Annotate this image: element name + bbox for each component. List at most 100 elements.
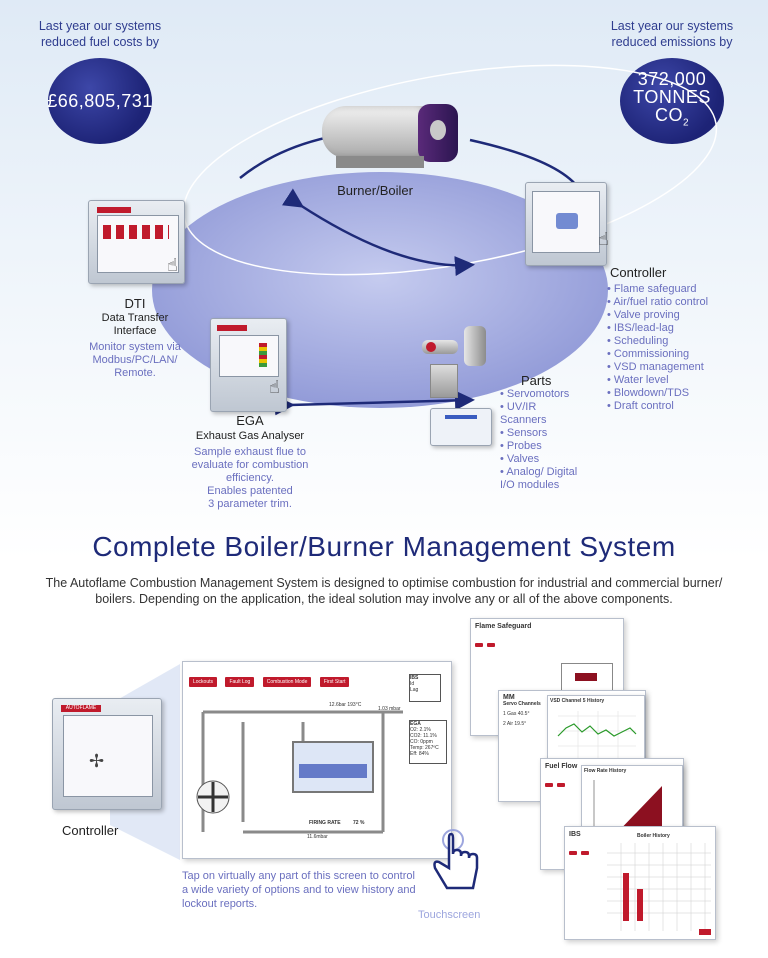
ega-value: 0ppm — [420, 739, 433, 745]
pressure-top: 1.03 mbar — [378, 706, 401, 712]
ibs-sub-1: Id — [410, 681, 415, 687]
controller-feature: Air/fuel ratio control — [607, 296, 708, 309]
parts-item: Analog/ Digital I/O modules — [500, 466, 580, 492]
fuel-cost-label: Last year our systems reduced fuel costs… — [38, 19, 162, 49]
boiler-reading: 12.6bar 193°C — [329, 702, 362, 708]
ega-desc-3: efficiency. — [226, 472, 274, 484]
dti-subtitle-1: Data Transfer — [101, 312, 169, 324]
ibs-sub-2: Lag — [410, 687, 419, 693]
ega-value: 2.1% — [419, 727, 431, 733]
ega-readout-box[interactable]: EGA O2: 2.1% CO2: 11.1% CO: 0ppm Temp: 2… — [409, 720, 447, 764]
bottom-controller-label: Controller — [62, 823, 119, 838]
ega-desc-4: Enables patented — [207, 485, 293, 497]
emissions-value-3: CO — [654, 104, 683, 125]
controller-title: Controller — [610, 265, 667, 280]
fault-log-button[interactable]: Fault Log — [225, 677, 255, 687]
panel-button[interactable] — [581, 851, 589, 855]
ibs-label: IBS — [410, 675, 419, 681]
parts-item: Sensors — [500, 427, 580, 440]
tap-text-3: lockout reports. — [182, 898, 258, 910]
parts-item: Valves — [500, 453, 580, 466]
intro-line-1: The Autoflame Combustion Management Syst… — [45, 576, 723, 590]
dti-subtitle-2: Interface — [113, 325, 157, 337]
touch-hand-icon — [425, 828, 485, 898]
emissions-circle: 372,000 TONNES CO2 — [620, 58, 724, 144]
controller-feature: Water level — [607, 374, 708, 387]
parts-item: Servomotors — [500, 388, 580, 401]
emissions-value-1: 372,000 — [637, 68, 707, 89]
first-start-button[interactable]: First Start — [319, 677, 350, 687]
mm-title: MM — [503, 694, 515, 701]
parts-list: Servomotors UV/IR Scanners Sensors Probe… — [500, 388, 580, 492]
emissions-label: Last year our systems reduced emissions … — [610, 19, 734, 49]
ibs-screen-title: IBS — [569, 831, 581, 838]
mm-subtitle: Servo Channels — [503, 701, 541, 707]
controller-device: ☝ — [525, 182, 609, 266]
tap-text-1: Tap on virtually any part of this screen… — [182, 870, 415, 882]
parts-title: Parts — [521, 373, 552, 388]
parts-item: Probes — [500, 440, 580, 453]
intro-line-2: boilers. Depending on the application, t… — [95, 592, 673, 606]
fuel-cost-circle: £66,805,731 — [47, 58, 153, 144]
emissions-value-sub: 2 — [682, 117, 690, 129]
controller-feature: Flame safeguard — [607, 283, 708, 296]
dti-desc-2: Modbus/PC/LAN/ — [92, 354, 178, 366]
dti-desc-3: Remote. — [114, 367, 156, 379]
mm-row-value: 19.5° — [514, 721, 527, 727]
firing-rate-label: FIRING RATE — [309, 820, 341, 826]
ega-value: 11.1% — [423, 733, 437, 739]
tap-text-2: a wide variety of options and to view hi… — [182, 884, 416, 896]
controller-feature: Draft control — [607, 400, 708, 413]
controller-screen-zoom[interactable]: Lockouts Fault Log Combustion Mode First… — [182, 661, 452, 859]
ibs-close-button[interactable] — [699, 929, 711, 935]
mm-row-label: 1 Gas — [503, 711, 517, 717]
dti-device: ☝ — [88, 200, 185, 284]
process-schematic[interactable] — [183, 682, 451, 858]
ega-label: Eff: — [410, 751, 418, 757]
ibs-screen-subtitle: Boiler History — [637, 833, 670, 839]
brand-logo: AUTOFLAME — [61, 705, 101, 712]
controller-feature: VSD management — [607, 361, 708, 374]
ega-desc-1: Sample exhaust flue to — [194, 446, 306, 458]
controller-feature-list: Flame safeguard Air/fuel ratio control V… — [607, 283, 708, 413]
touchscreen-label: Touchscreen — [418, 909, 481, 921]
ega-label: CO2: — [410, 733, 422, 739]
ega-device: ☝ — [210, 318, 287, 412]
gas-pressure: 11.6mbar — [307, 834, 328, 840]
panel-button[interactable] — [569, 851, 577, 855]
lockouts-button[interactable]: Lockouts — [189, 677, 218, 687]
flame-safeguard-title: Flame Safeguard — [475, 623, 532, 630]
panel-button[interactable] — [475, 643, 483, 647]
firing-rate-value: 72 % — [353, 820, 365, 826]
burner-boiler-label: Burner/Boiler — [337, 183, 413, 198]
controller-feature: Blowdown/TDS — [607, 387, 708, 400]
combustion-mode-button[interactable]: Combustion Mode — [262, 677, 312, 687]
fan-icon: ✢ — [89, 751, 105, 771]
panel-button[interactable] — [487, 643, 495, 647]
ega-label: Temp: — [410, 745, 424, 751]
ibs-box[interactable]: IBS Id Lag — [409, 674, 441, 702]
controller-feature: Valve proving — [607, 309, 708, 322]
parts-image — [420, 320, 500, 400]
parts-item: UV/IR Scanners — [500, 401, 580, 427]
touch-hand-icon: ☝ — [269, 377, 280, 397]
burner-controller-arrow — [281, 188, 475, 277]
panel-button[interactable] — [545, 783, 553, 787]
page-title: Complete Boiler/Burner Management System — [92, 531, 676, 562]
ibs-screen[interactable]: IBS Boiler History — [564, 826, 716, 940]
ega-parts-arrow — [274, 390, 475, 416]
dti-title: DTI — [124, 296, 146, 311]
fuel-cost-value: £66,805,731 — [47, 90, 153, 111]
ega-title: EGA — [236, 413, 264, 428]
parts-module — [430, 408, 492, 446]
ega-subtitle: Exhaust Gas Analyser — [195, 430, 305, 442]
vsd-title: VSD Channel 5 History — [550, 698, 605, 704]
ega-value: 84% — [418, 751, 429, 757]
flow-rate-title: Flow Rate History — [584, 768, 627, 774]
ega-value: 267ºC — [425, 745, 439, 751]
controller-feature: Scheduling — [607, 335, 708, 348]
panel-button[interactable] — [557, 783, 565, 787]
ega-desc-5: 3 parameter trim. — [208, 498, 292, 510]
controller-feature: IBS/lead-lag — [607, 322, 708, 335]
fuel-flow-title: Fuel Flow — [545, 763, 578, 770]
